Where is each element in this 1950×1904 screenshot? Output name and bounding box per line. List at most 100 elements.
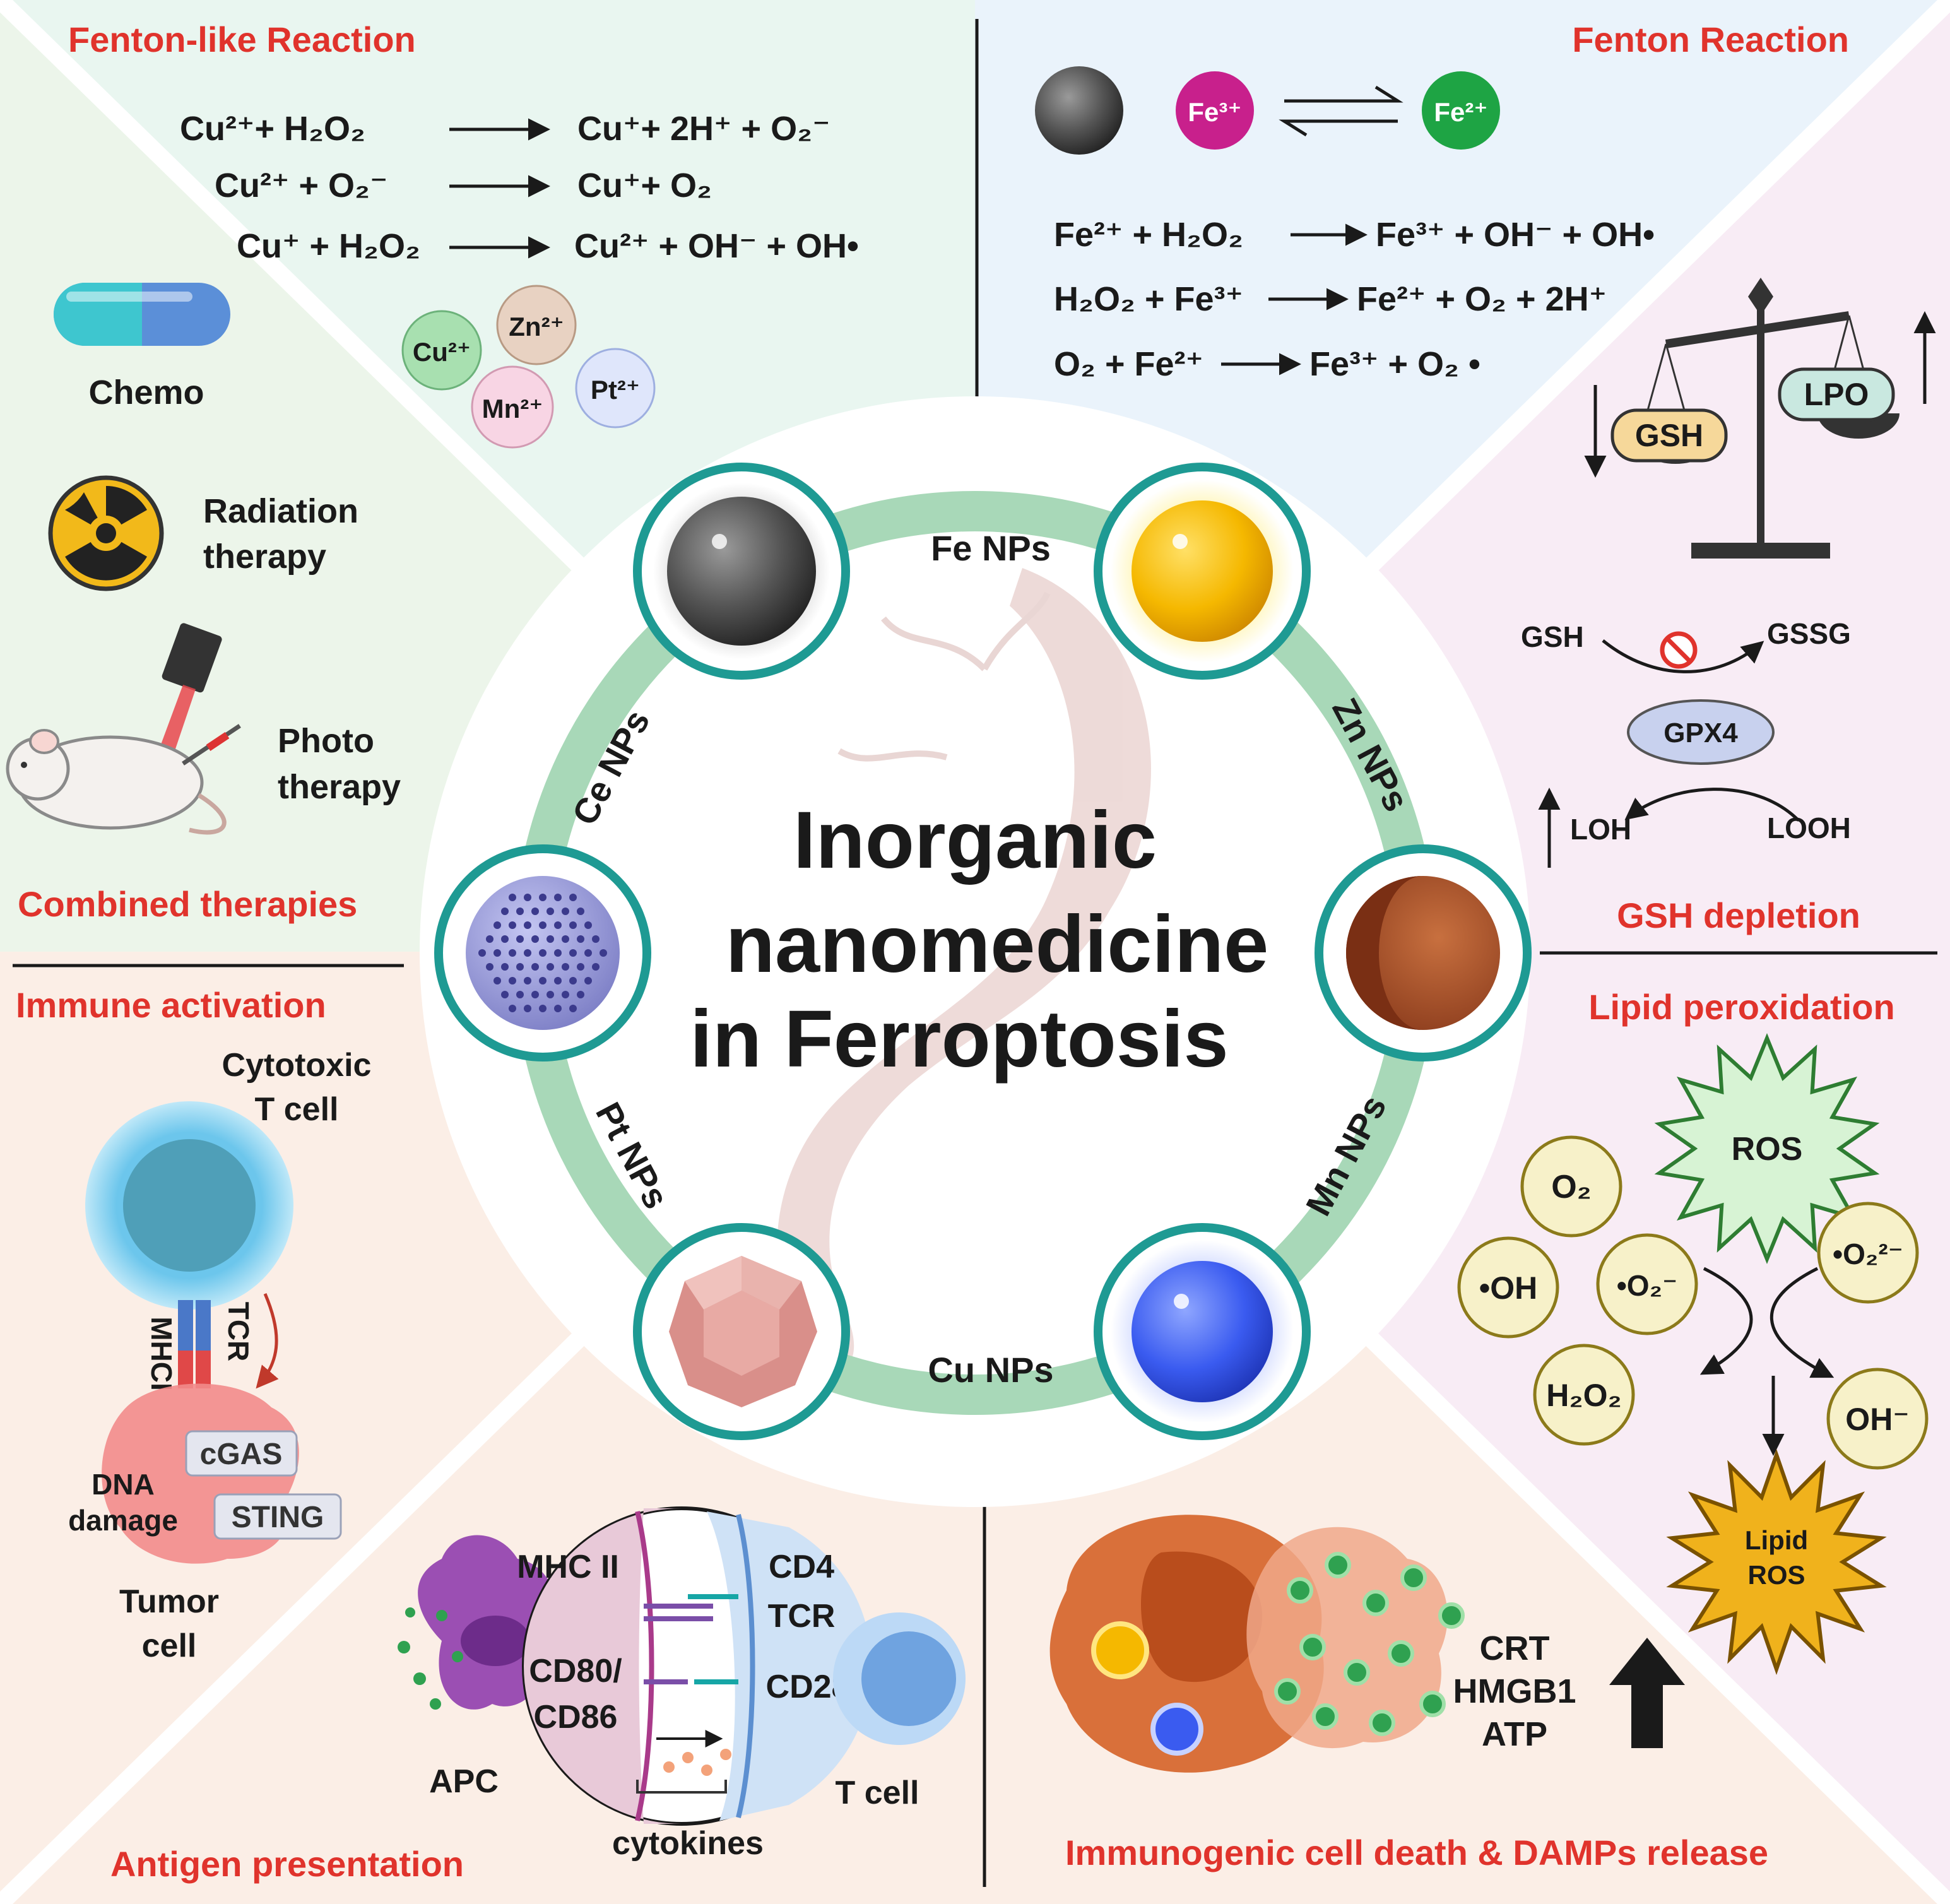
lipid-peroxidation-title: Lipid peroxidation (1588, 987, 1894, 1027)
damp-atp: ATP (1482, 1715, 1547, 1753)
synapse-zoom (522, 1506, 872, 1826)
superoxide-species: •O₂⁻ (1596, 1233, 1698, 1335)
radiation-label-2: therapy (203, 538, 326, 576)
center-title-line-2: nanomedicine (726, 899, 1269, 990)
center-title-line-1: Inorganic (793, 795, 1157, 885)
radiation-icon (48, 475, 164, 591)
apc-dots (398, 1607, 463, 1710)
ion-zn: Zn²⁺ (496, 285, 577, 365)
cytokines-label: cytokines (612, 1825, 764, 1862)
fenton-rhs-1: Fe³⁺ + OH⁻ + OH• (1376, 216, 1655, 254)
damp-dots (1274, 1552, 1465, 1736)
tumor-label-1: Tumor (119, 1583, 219, 1620)
hydroxide-species: OH⁻ (1826, 1368, 1929, 1470)
tcr-mhc-complex (178, 1300, 211, 1388)
fenton-rhs-2: Fe²⁺ + O₂ + 2H⁺ (1357, 280, 1607, 318)
inhibit-icon (1660, 631, 1698, 669)
ion-mn: Mn²⁺ (471, 365, 554, 449)
pt-nanoparticle (633, 1223, 850, 1440)
gsh-label: GSH (1521, 620, 1584, 653)
ion-cu: Cu²⁺ (401, 310, 482, 391)
t-cell-label: T cell (836, 1775, 919, 1811)
cytotoxic-label-2: T cell (255, 1091, 339, 1128)
radiation-label-1: Radiation (203, 492, 358, 530)
fenton-like-lhs-3: Cu⁺ + H₂O₂ (237, 227, 420, 265)
loh-label: LOH (1570, 813, 1631, 846)
fe-nanoparticle (633, 463, 850, 680)
svg-text:O₂: O₂ (1551, 1169, 1592, 1205)
icd-panel: CRT HMGB1 ATP Immunogenic cell death & D… (1049, 1515, 1768, 1872)
gsh-depletion-title: GSH depletion (1617, 896, 1860, 935)
helper-t-cell (833, 1612, 966, 1745)
dna-damage-label-1: DNA (92, 1468, 155, 1501)
fenton-like-title: Fenton-like Reaction (68, 20, 416, 59)
svg-text:ROS: ROS (1732, 1131, 1803, 1168)
svg-text:•O₂²⁻: •O₂²⁻ (1833, 1238, 1903, 1270)
icd-title: Immunogenic cell death & DAMPs release (1065, 1833, 1768, 1872)
svg-text:STING: STING (232, 1501, 324, 1534)
cd4-label: CD4 (769, 1549, 834, 1585)
center-title-line-3: in Ferroptosis (690, 994, 1228, 1084)
hydroxyl-radical-species: •OH (1457, 1236, 1559, 1339)
ros-burst: ROS (1654, 1033, 1880, 1264)
fenton-lhs-1: Fe²⁺ + H₂O₂ (1054, 216, 1243, 254)
cd80-label-2: CD86 (534, 1699, 618, 1735)
mhci-label: MHCI (145, 1316, 178, 1391)
gsh-depletion-panel: GSH LPO GSH GSSG GPX4 LOH LOOH GSH deple… (1521, 278, 1936, 935)
mn-nanoparticle (1315, 844, 1532, 1061)
gpx4-enzyme: GPX4 (1627, 699, 1775, 765)
combined-therapies-panel: Chemo Radiation therapy Photo t (6, 283, 401, 924)
fenton-like-lhs-1: Cu²⁺+ H₂O₂ (180, 110, 365, 148)
ring-label-cu: Cu NPs (928, 1350, 1053, 1390)
svg-text:•OH: •OH (1479, 1270, 1538, 1306)
fe2-ion: Fe²⁺ (1422, 71, 1500, 150)
cytotoxic-t-cell (85, 1101, 293, 1310)
dying-tumor-cell (1049, 1515, 1324, 1773)
fenton-rhs-3: Fe³⁺ + O₂ • (1309, 345, 1480, 383)
cytotoxic-label-1: Cytotoxic (222, 1047, 372, 1084)
cu-nanoparticle (1094, 1223, 1311, 1440)
fenton-like-panel: Fenton-like Reaction Cu²⁺+ H₂O₂ Cu⁺+ 2H⁺… (68, 20, 859, 449)
svg-text:GSH: GSH (1635, 418, 1703, 453)
svg-text:•O₂⁻: •O₂⁻ (1617, 1269, 1678, 1302)
fe3-ion: Fe³⁺ (1176, 71, 1254, 150)
svg-text:ROS: ROS (1747, 1560, 1805, 1590)
photo-label-2: therapy (278, 768, 401, 806)
svg-text:Pt²⁺: Pt²⁺ (591, 375, 640, 405)
gssg-label: GSSG (1767, 617, 1851, 650)
svg-text:OH⁻: OH⁻ (1845, 1402, 1909, 1437)
svg-text:Zn²⁺: Zn²⁺ (509, 312, 564, 341)
zn-nanoparticle (1094, 463, 1311, 680)
balance-gsh-label: GSH (1610, 408, 1728, 463)
svg-text:H₂O₂: H₂O₂ (1546, 1378, 1621, 1413)
fenton-like-lhs-2: Cu²⁺ + O₂⁻ (215, 167, 388, 204)
svg-text:Fe²⁺: Fe²⁺ (1434, 97, 1487, 127)
immune-activation-panel: Immune activation Cytotoxic T cell MHCI … (16, 985, 371, 1664)
damp-crt: CRT (1480, 1629, 1550, 1667)
mouse-phototherapy-icon (6, 623, 241, 835)
fenton-like-rhs-1: Cu⁺+ 2H⁺ + O₂⁻ (577, 110, 830, 148)
section-dividers (13, 19, 1937, 1887)
svg-text:Lipid: Lipid (1745, 1525, 1808, 1555)
svg-text:Fe³⁺: Fe³⁺ (1188, 97, 1241, 127)
combined-therapies-title: Combined therapies (18, 884, 357, 924)
svg-text:cGAS: cGAS (200, 1438, 283, 1471)
iron-particle (1035, 66, 1123, 155)
fenton-like-rhs-2: Cu⁺+ O₂ (577, 167, 712, 204)
fenton-panel: Fenton Reaction Fe³⁺ Fe²⁺ Fe²⁺ + H₂O₂ Fe… (1035, 20, 1849, 383)
o2-species: O₂ (1520, 1135, 1622, 1238)
damp-hmgb1: HMGB1 (1453, 1672, 1576, 1710)
antigen-presentation-panel: APC MHC II CD80/ CD86 CD4 TCR CD28 cytok… (110, 1506, 966, 1884)
balance-lpo-label: LPO (1778, 367, 1895, 422)
peroxide-ion-species: •O₂²⁻ (1817, 1202, 1919, 1304)
antigen-presentation-title: Antigen presentation (110, 1844, 464, 1884)
immune-activation-title: Immune activation (16, 985, 326, 1025)
fenton-like-rhs-3: Cu²⁺ + OH⁻ + OH• (574, 227, 859, 265)
tumor-label-2: cell (142, 1628, 197, 1664)
equilibrium-arrows (1279, 85, 1403, 137)
fenton-lhs-2: H₂O₂ + Fe³⁺ (1054, 280, 1243, 318)
photo-label-1: Photo (278, 722, 374, 760)
cgas-box: cGAS (185, 1430, 298, 1477)
ce-nanoparticle (434, 844, 651, 1061)
